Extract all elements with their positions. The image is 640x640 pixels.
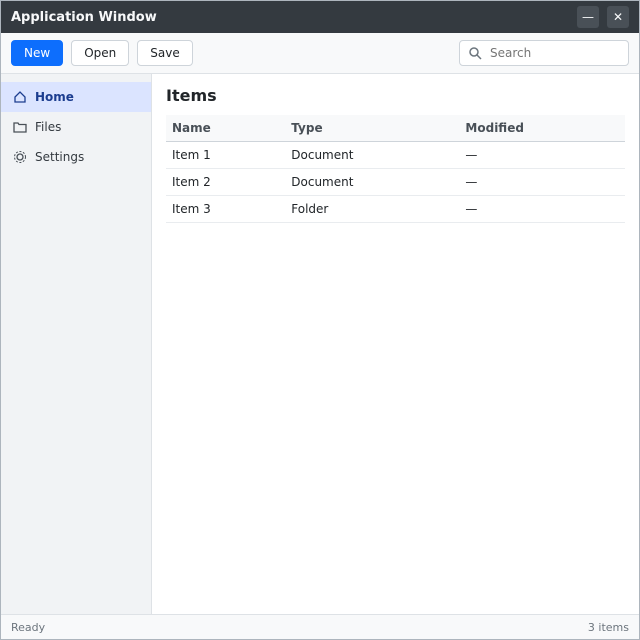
main-area: Home Files Settings Items [1, 74, 639, 614]
sidebar: Home Files Settings [1, 74, 152, 614]
table-cell: Document [285, 169, 459, 196]
toolbar: New Open Save [1, 33, 639, 74]
title-bar[interactable]: Application Window — ✕ [1, 1, 639, 33]
search-icon [468, 46, 482, 60]
search-box[interactable] [459, 40, 629, 66]
status-bar: Ready 3 items [1, 614, 639, 639]
sidebar-item-settings[interactable]: Settings [1, 142, 151, 172]
table-cell: Item 3 [166, 196, 285, 223]
table-cell: Document [285, 142, 459, 169]
status-text: Ready [11, 621, 45, 634]
column-header-modified[interactable]: Modified [459, 115, 625, 142]
table-cell: Folder [285, 196, 459, 223]
minimize-button[interactable]: — [577, 6, 599, 28]
table-row[interactable]: Item 2 Document — [166, 169, 625, 196]
close-button[interactable]: ✕ [607, 6, 629, 28]
content-pane: Items Name Type Modified Item 1 Document… [152, 74, 639, 614]
table-row[interactable]: Item 3 Folder — [166, 196, 625, 223]
sidebar-item-label: Home [35, 90, 74, 104]
search-input[interactable] [488, 45, 622, 61]
sidebar-item-label: Settings [35, 150, 84, 164]
table-header-row: Name Type Modified [166, 115, 625, 142]
save-button[interactable]: Save [137, 40, 192, 66]
home-icon [13, 90, 27, 104]
folder-icon [13, 120, 27, 134]
sidebar-item-files[interactable]: Files [1, 112, 151, 142]
table-row[interactable]: Item 1 Document — [166, 142, 625, 169]
open-button[interactable]: Open [71, 40, 129, 66]
table-cell: — [459, 142, 625, 169]
item-count: 3 items [588, 621, 629, 634]
sidebar-item-home[interactable]: Home [1, 82, 151, 112]
table-cell: — [459, 196, 625, 223]
window-title: Application Window [11, 10, 569, 25]
gear-icon [13, 150, 27, 164]
table-cell: Item 1 [166, 142, 285, 169]
table-cell: — [459, 169, 625, 196]
column-header-type[interactable]: Type [285, 115, 459, 142]
items-table: Name Type Modified Item 1 Document — Ite… [166, 115, 625, 223]
column-header-name[interactable]: Name [166, 115, 285, 142]
table-cell: Item 2 [166, 169, 285, 196]
new-button[interactable]: New [11, 40, 63, 66]
page-title: Items [166, 86, 625, 105]
sidebar-item-label: Files [35, 120, 61, 134]
